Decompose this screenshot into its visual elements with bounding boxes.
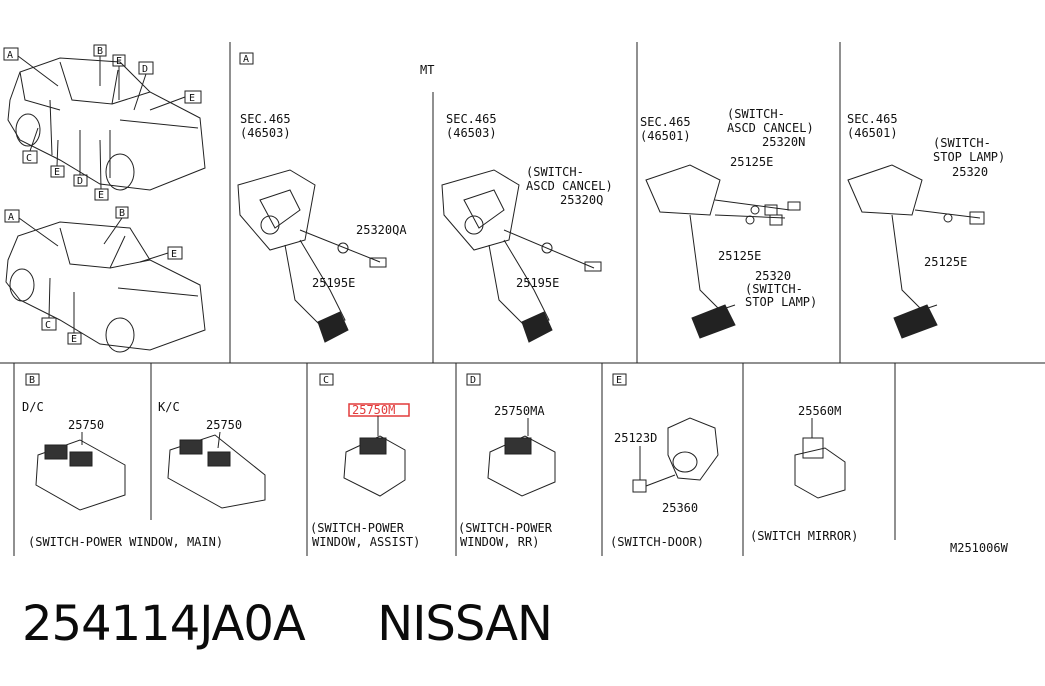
section-e-part-25123d: 25123D <box>614 431 657 445</box>
section-f-part: 25560M <box>798 404 841 418</box>
p1-part-25320qa: 25320QA <box>356 223 407 237</box>
p4-part-25320: 25320 <box>952 165 988 179</box>
vehicle-overview-double-cab <box>3 44 206 201</box>
p4-part-25125e: 25125E <box>924 255 967 269</box>
mirror-switch <box>794 418 846 499</box>
callout-e: E <box>54 167 60 178</box>
power-window-main-switch-kc <box>167 431 266 509</box>
section-b-dc: D/C <box>22 400 44 414</box>
p2-switch-name: ASCD CANCEL) <box>526 179 613 193</box>
callout-a: A <box>8 212 14 223</box>
p2-part-25320q: 25320Q <box>560 193 603 207</box>
section-b-part-dc: 25750 <box>68 418 104 432</box>
p3-sec: SEC.465 <box>640 115 691 129</box>
parts-diagram: A B E D E C E D E A B E C E A MT <box>0 42 1045 556</box>
part-number: 254114JA0A <box>22 596 306 652</box>
section-b-kc: K/C <box>158 400 180 414</box>
p3-switch2-name: STOP LAMP) <box>745 295 817 309</box>
callout-e: E <box>189 93 195 104</box>
callout-a: A <box>7 50 13 61</box>
p3-switch-name: ASCD CANCEL) <box>727 121 814 135</box>
callout-e: E <box>171 249 177 260</box>
section-b-part-kc: 25750 <box>206 418 242 432</box>
p1-sec: SEC.465 <box>240 112 291 126</box>
p3-part-25320: 25320 <box>755 269 791 283</box>
pedal-assembly-4 <box>847 164 985 339</box>
section-c-part-highlighted: 25750M <box>352 403 395 417</box>
callout-e: E <box>71 334 77 345</box>
pedal-assembly-2 <box>441 169 602 343</box>
p4-switch-name: STOP LAMP) <box>933 150 1005 164</box>
section-e-caption: (SWITCH-DOOR) <box>610 535 704 549</box>
vehicle-overview-king-cab <box>4 206 206 353</box>
section-c-caption-2: WINDOW, ASSIST) <box>312 535 420 549</box>
section-b-caption: (SWITCH-POWER WINDOW, MAIN) <box>28 535 223 549</box>
p2-code: (46503) <box>446 126 497 140</box>
diagram-code: M251006W <box>950 541 1009 555</box>
section-e-ref: E <box>616 375 622 386</box>
p4-sec: SEC.465 <box>847 112 898 126</box>
p3-part-25125e-b: 25125E <box>718 249 761 263</box>
p1-part-25195e: 25195E <box>312 276 355 290</box>
callout-b: B <box>119 208 125 219</box>
section-f-caption: (SWITCH MIRROR) <box>750 529 858 543</box>
p3-switch2: (SWITCH- <box>745 282 803 296</box>
p3-switch: (SWITCH- <box>727 107 785 121</box>
section-d-caption-2: WINDOW, RR) <box>460 535 539 549</box>
door-switch <box>632 417 719 493</box>
p2-sec: SEC.465 <box>446 112 497 126</box>
power-window-rr-switch <box>487 418 556 497</box>
section-d-ref: D <box>470 375 476 386</box>
section-d-caption-1: (SWITCH-POWER <box>458 521 553 535</box>
p3-part-25125e-a: 25125E <box>730 155 773 169</box>
callout-c: C <box>26 153 32 164</box>
section-a-ref: A <box>243 54 249 65</box>
p4-code: (46501) <box>847 126 898 140</box>
callout-d: D <box>77 176 83 187</box>
p2-switch: (SWITCH- <box>526 165 584 179</box>
p4-switch: (SWITCH- <box>933 136 991 150</box>
power-window-assist-switch <box>343 416 406 497</box>
section-a-header: MT <box>420 63 434 77</box>
section-c-caption-1: (SWITCH-POWER <box>310 521 405 535</box>
section-b-ref: B <box>29 375 35 386</box>
callout-c: C <box>45 320 51 331</box>
callout-d: D <box>142 64 148 75</box>
callout-e: E <box>116 56 122 67</box>
p3-code: (46501) <box>640 129 691 143</box>
pedal-assembly-3 <box>645 164 801 339</box>
page-title: 254114JA0A NISSAN <box>22 596 553 652</box>
p2-part-25195e: 25195E <box>516 276 559 290</box>
section-e-part-25360: 25360 <box>662 501 698 515</box>
section-c-ref: C <box>323 375 329 386</box>
section-d-part: 25750MA <box>494 404 545 418</box>
p1-code: (46503) <box>240 126 291 140</box>
p3-part-25320n: 25320N <box>762 135 805 149</box>
callout-e: E <box>98 190 104 201</box>
pedal-assembly-1 <box>237 169 387 343</box>
power-window-main-switch-dc <box>35 432 126 511</box>
brand-name: NISSAN <box>377 596 553 652</box>
callout-b: B <box>97 46 103 57</box>
highlight-box <box>348 403 410 417</box>
